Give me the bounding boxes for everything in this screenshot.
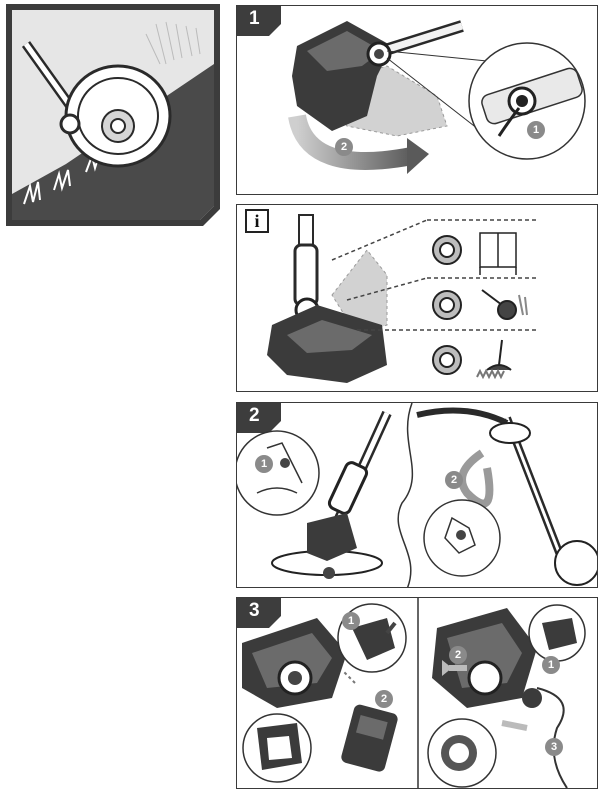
callout-badge-right-2: 2	[449, 646, 467, 664]
callout-badge-left-1: 1	[342, 612, 360, 630]
callout-badge-right-3: 3	[545, 738, 563, 756]
callout-badge-2: 2	[335, 138, 353, 156]
lawn-trimmer-icon	[476, 339, 512, 380]
step-3-panel: 3	[236, 597, 598, 789]
battery-insert-illustration	[242, 598, 586, 788]
info-panel: i	[236, 204, 598, 392]
step-number-tag	[237, 6, 281, 36]
callout-badge-left-2: 2	[375, 690, 393, 708]
step-number: 2	[249, 405, 260, 426]
info-icon: i	[245, 209, 269, 233]
edging-trimmer-icon	[481, 289, 528, 320]
step-number: 1	[249, 8, 260, 29]
callout-badge-right-1: 1	[542, 656, 560, 674]
rotate-head-illustration	[288, 20, 586, 174]
step-number-tag	[237, 403, 281, 433]
overview-trimmer-illustration	[6, 4, 220, 226]
adjust-handle-illustration	[237, 403, 597, 587]
callout-badge-2: 2	[445, 471, 463, 489]
step-2-panel: 2 1 2	[236, 402, 598, 588]
overview-illustration	[6, 4, 220, 226]
step-number: 3	[249, 600, 260, 621]
step-number-tag	[237, 598, 281, 628]
cabinet-icon	[479, 232, 517, 275]
callout-badge-1: 1	[527, 121, 545, 139]
head-positions-illustration	[267, 214, 537, 383]
callout-badge-1: 1	[255, 455, 273, 473]
step-1-panel: 1 1 2	[236, 5, 598, 195]
battery-icon	[341, 704, 398, 772]
